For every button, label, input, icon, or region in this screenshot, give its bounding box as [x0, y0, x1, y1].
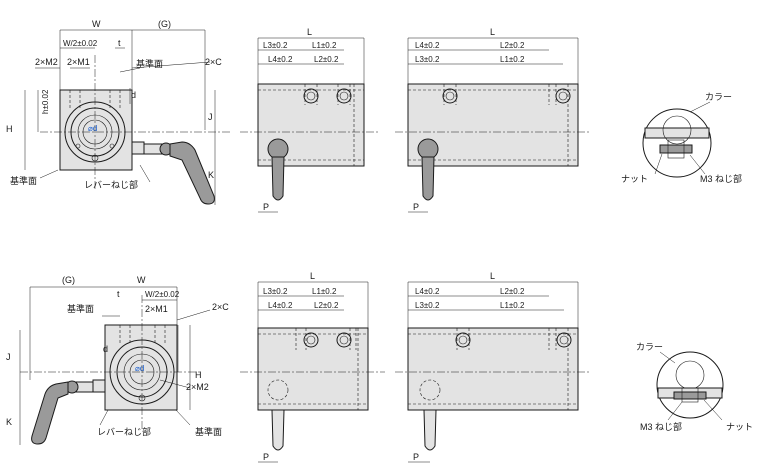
label-h: h±0.02: [41, 89, 50, 114]
label-lever-b: レバーねじ部: [97, 426, 151, 437]
label-2xM2: 2×M2: [35, 57, 58, 67]
hole-small-1: [75, 143, 81, 149]
block-body: [59, 89, 133, 171]
detail-block-top: [644, 127, 710, 139]
label-2xC-b: 2×C: [212, 302, 229, 312]
label-P-b2: P: [413, 452, 419, 462]
side-view-top-1: L L3±0.2 L1±0.2 L4±0.2 L2±0.2 P: [240, 27, 380, 213]
label-L4-b1: L4±0.2: [268, 301, 293, 310]
tap-hole-2: [336, 88, 352, 104]
label-kijunmen-b2: 基準面: [195, 426, 222, 437]
label-K: K: [208, 170, 214, 180]
label-2xM2-b: 2×M2: [186, 382, 209, 392]
side-body-b2: [407, 327, 579, 411]
front-view-top: ⌀d W (G) W/2±0.02 t: [6, 19, 230, 205]
lever-knob: [267, 138, 289, 160]
collar-b: [675, 360, 705, 390]
label-L2-b1: L2±0.2: [314, 301, 339, 310]
side-view-top-2: L L4±0.2 L2±0.2 L3±0.2 L1±0.2 P: [395, 27, 590, 213]
label-d-b: d: [103, 344, 108, 354]
mark-d-b: ⌀d: [135, 364, 144, 373]
lever-stem-2: [421, 156, 435, 201]
lever-stem-b2: [423, 409, 437, 451]
label-L4-b2: L4±0.2: [415, 287, 440, 296]
label-H-b: H: [195, 370, 202, 380]
label-P-2: P: [413, 202, 419, 212]
label-L1-b2: L1±0.2: [500, 301, 525, 310]
label-collar-2: カラー: [636, 342, 663, 352]
label-L-1: L: [307, 27, 312, 37]
label-L2-1: L2±0.2: [314, 55, 339, 64]
front-view-bottom: ⌀d (G) W W/2±0.02 t 基準面 2×M1 2×C J K H d: [6, 275, 229, 445]
detail-circle: [642, 108, 712, 178]
nut-body-b: [673, 391, 707, 400]
label-W: W: [92, 19, 101, 29]
label-G-b: (G): [62, 275, 75, 285]
label-kijunmen-b1: 基準面: [67, 303, 94, 314]
label-kijunmen-1: 基準面: [136, 58, 163, 69]
label-L-2: L: [490, 27, 495, 37]
label-2xM1-b: 2×M1: [145, 304, 168, 314]
label-L4-1: L4±0.2: [268, 55, 293, 64]
label-L1-2: L1±0.2: [500, 55, 525, 64]
label-W2-b: W/2±0.02: [145, 290, 180, 299]
lever-knob-2: [417, 138, 439, 160]
label-L2-b2: L2±0.2: [500, 287, 525, 296]
label-J: J: [208, 112, 213, 122]
lever-handle-b: [31, 381, 69, 445]
detail-circle-b: [656, 351, 724, 419]
collar: [662, 115, 692, 145]
label-L1-b1: L1±0.2: [312, 287, 337, 296]
mark-d: ⌀d: [88, 124, 97, 133]
label-L-b1: L: [310, 271, 315, 281]
label-K-b: K: [6, 417, 12, 427]
side-view-bottom-1: L L3±0.2 L1±0.2 L4±0.2 L2±0.2 P: [240, 271, 385, 463]
label-d-front: d: [131, 90, 136, 100]
label-2xC: 2×C: [205, 57, 222, 67]
label-kijunmen-2: 基準面: [10, 175, 37, 186]
label-W-b: W: [137, 275, 146, 285]
lever-stem-b1: [271, 409, 285, 451]
label-L-b2: L: [490, 271, 495, 281]
tap-hole-3: [442, 88, 458, 104]
label-H: H: [6, 124, 13, 134]
detail-view-bottom: カラー M3 ねじ部 ナット: [636, 342, 753, 432]
lever-thread: [143, 143, 163, 155]
lever-handle: [169, 141, 215, 205]
label-P-b1: P: [263, 452, 269, 462]
label-m3-1: M3 ねじ部: [700, 173, 742, 184]
lever-boss: [131, 141, 145, 155]
label-t-b: t: [117, 289, 120, 299]
label-nut-1: ナット: [621, 174, 648, 184]
label-L1-1: L1±0.2: [312, 41, 337, 50]
label-L3-2: L3±0.2: [415, 55, 440, 64]
label-L3-1: L3±0.2: [263, 41, 288, 50]
nut-body: [659, 144, 693, 154]
label-G: (G): [158, 19, 171, 29]
label-L3-b2: L3±0.2: [415, 301, 440, 310]
label-2xM1: 2×M1: [67, 57, 90, 67]
label-m3-2: M3 ねじ部: [640, 421, 682, 432]
tap-hole-1: [303, 88, 319, 104]
hole-small-2: [109, 143, 115, 149]
lever-stem: [271, 156, 285, 201]
label-W2: W/2±0.02: [63, 39, 98, 48]
label-L2-2: L2±0.2: [500, 41, 525, 50]
side-body-b1: [257, 327, 369, 411]
detail-view-top: カラー ナット M3 ねじ部: [621, 92, 742, 184]
label-J-b: J: [6, 352, 11, 362]
label-L3-b1: L3±0.2: [263, 287, 288, 296]
label-L4-2: L4±0.2: [415, 41, 440, 50]
label-nut-2: ナット: [726, 422, 753, 432]
label-collar-1: カラー: [705, 92, 732, 102]
side-view-bottom-2: L L4±0.2 L2±0.2 L3±0.2 L1±0.2 P: [395, 271, 590, 463]
label-t: t: [118, 38, 121, 48]
label-P-1: P: [263, 202, 269, 212]
label-lever: レバーねじ部: [84, 179, 138, 190]
